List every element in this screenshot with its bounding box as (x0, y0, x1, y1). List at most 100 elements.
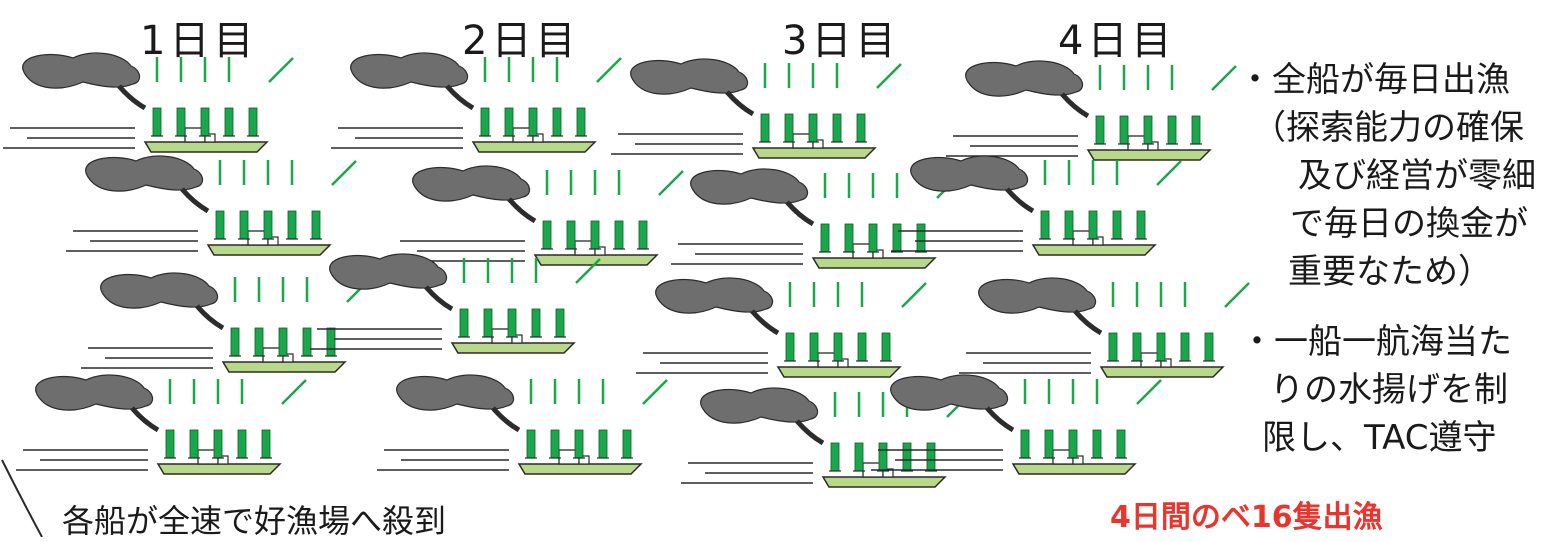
fishing-light-icon (1132, 332, 1142, 362)
fishing-light-icon (263, 210, 273, 240)
fishing-light-icon (189, 429, 199, 459)
smoke-plume-icon (350, 52, 475, 111)
boat-hull (517, 463, 643, 475)
fishing-light-icon (784, 113, 794, 143)
note-line: で毎日の換金が (1290, 204, 1528, 244)
note-line: ・全船が毎日出漁 (1238, 60, 1510, 100)
fishing-light-icon (622, 429, 632, 459)
smoke-cloud (35, 374, 154, 411)
fishing-light-icon (278, 327, 288, 357)
note-line: りの水揚げを制 (1270, 370, 1508, 410)
fishing-light-icon (1108, 332, 1118, 362)
boat-hull (533, 254, 659, 266)
note-line: （探索能力の確保 (1252, 108, 1524, 148)
light-ray-slant (596, 57, 622, 83)
fishing-light-icon (254, 327, 264, 357)
boat-hull (143, 141, 269, 153)
light-ray-slant (575, 258, 601, 284)
fishing-light-icon (1112, 210, 1122, 240)
fishing-light-icon (1116, 429, 1126, 459)
smoke-cloud (655, 277, 774, 314)
light-ray-slant (901, 282, 927, 308)
smoke-cloud (85, 155, 204, 192)
day-label-2: 2日目 (462, 18, 580, 64)
fishing-light-icon (1191, 115, 1201, 145)
fishing-light-icon (1064, 210, 1074, 240)
fishing-light-icon (902, 442, 912, 472)
fishing-light-icon (1044, 429, 1054, 459)
fishing-boat-icon (871, 374, 1162, 475)
boat-cabin-rear (511, 334, 523, 344)
note-landing-limit: ・一船一航海当た りの水揚げを制 限し、TAC遵守 (1240, 318, 1512, 462)
fishing-light-icon (809, 332, 819, 362)
fishing-boat-icon (3, 52, 294, 153)
smoke-plume-icon (85, 155, 210, 214)
smoke-trail (445, 84, 475, 111)
smoke-plume-icon (700, 387, 825, 446)
fishing-boat-icon (891, 155, 1182, 256)
smoke-cloud (329, 253, 448, 290)
fishing-boat-icon (671, 168, 962, 269)
fishing-light-icon (302, 327, 312, 357)
smoke-plume-icon (965, 60, 1090, 119)
fishing-light-icon (926, 442, 936, 472)
fishing-boat-icon (331, 52, 622, 153)
fishing-light-icon (555, 308, 565, 338)
fishing-light-icon (760, 113, 770, 143)
fishing-light-icon (526, 429, 536, 459)
smoke-trail (795, 419, 825, 446)
fishing-light-icon (574, 429, 584, 459)
boat-cabin-rear (812, 139, 824, 149)
smoke-plume-icon (329, 253, 454, 312)
smoke-plume-icon (35, 374, 160, 433)
smoke-cloud (890, 374, 1009, 411)
fishing-boat-icon (81, 272, 372, 373)
fishing-light-icon (239, 210, 249, 240)
smoke-plume-icon (22, 52, 147, 111)
corner-arc (1, 459, 43, 537)
boat-cabin-rear (1092, 236, 1104, 246)
fishing-light-icon (542, 220, 552, 250)
smoke-trail (785, 200, 815, 227)
smoke-plume-icon (655, 277, 780, 336)
smoke-plume-icon (978, 277, 1103, 336)
boat-hull (811, 257, 937, 269)
light-ray-slant (876, 63, 902, 89)
smoke-trail (1005, 187, 1035, 214)
fishing-light-icon (1156, 332, 1166, 362)
fishing-light-icon (1068, 429, 1078, 459)
smoke-plume-icon (890, 374, 1015, 433)
fishing-fleet (3, 52, 1250, 488)
boat-hull (1011, 463, 1137, 475)
fishing-light-icon (566, 220, 576, 250)
fishing-light-icon (1136, 210, 1146, 240)
smoke-trail (130, 406, 160, 433)
boat-cabin-rear (1072, 455, 1084, 465)
fishing-light-icon (550, 429, 560, 459)
fishing-boat-icon (636, 277, 927, 378)
fishing-light-icon (892, 223, 902, 253)
fishing-light-icon (261, 429, 271, 459)
light-ray-slant (1136, 379, 1162, 405)
smoke-cloud (700, 387, 819, 424)
fishing-light-icon (1020, 429, 1030, 459)
light-ray-slant (331, 160, 357, 186)
boat-cabin-rear (594, 246, 606, 256)
light-ray-slant (1224, 282, 1250, 308)
note-line: 及び経営が零細 (1298, 156, 1536, 196)
light-ray-slant (658, 170, 684, 196)
smoke-plume-icon (396, 374, 521, 433)
fishing-light-icon (1088, 210, 1098, 240)
smoke-trail (725, 90, 755, 117)
total-trips-label: 4日間のベ16隻出漁 (1110, 500, 1383, 535)
fishing-boat-icon (611, 58, 902, 159)
fishing-light-icon (1143, 115, 1153, 145)
smoke-plume-icon (910, 155, 1035, 214)
note-line: ・一船一航海当た (1240, 322, 1512, 362)
fishing-light-icon (1095, 115, 1105, 145)
boat-cabin-rear (204, 133, 216, 143)
fishing-light-icon (844, 223, 854, 253)
boat-cabin-rear (267, 236, 279, 246)
boat-hull (821, 476, 947, 488)
fishing-light-icon (224, 107, 234, 137)
